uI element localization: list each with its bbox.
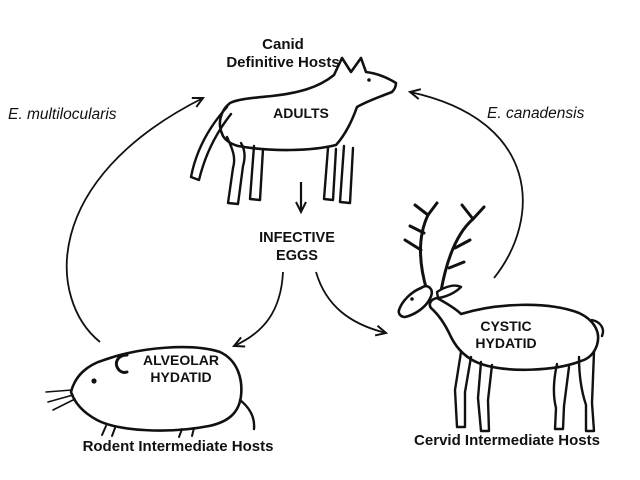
rodent-feet — [101, 425, 195, 438]
alveolar-hydatid-label: ALVEOLAR HYDATID — [143, 352, 219, 386]
canid-tail — [189, 105, 233, 182]
rodent-body — [69, 345, 243, 432]
cervid-hosts-label: Cervid Intermediate Hosts — [414, 432, 600, 449]
antlers — [403, 201, 486, 293]
cervid-illustration — [397, 201, 605, 433]
canid-illustration — [189, 56, 398, 206]
cervid-ear — [435, 284, 463, 300]
cervid-tail — [590, 318, 605, 338]
arrow-eggs-to-rodent — [231, 271, 284, 348]
rodent-tail — [238, 398, 256, 431]
cervid-legs — [453, 350, 596, 433]
rodent-illustration — [45, 345, 256, 438]
canid-hosts-label: Canid Definitive Hosts — [226, 36, 340, 72]
species-right-label: E. canadensis — [487, 105, 585, 122]
canid-body — [218, 56, 398, 152]
cervid-eye — [410, 297, 414, 301]
rodent-whiskers — [45, 389, 76, 411]
cystic-hydatid-label: CYSTIC HYDATID — [475, 318, 537, 352]
infective-eggs-label: INFECTIVE EGGS — [259, 230, 335, 264]
arrow-eggs-to-cervid — [315, 271, 389, 337]
cycle-arrows — [65, 88, 524, 348]
rodent-eye — [91, 378, 97, 384]
cervid-body — [428, 296, 600, 372]
canid-legs — [225, 135, 355, 206]
cervid-head — [397, 284, 434, 319]
arrow-rodent-to-canid — [65, 96, 205, 343]
rodent-hosts-label: Rodent Intermediate Hosts — [82, 438, 274, 455]
canid-eye — [367, 78, 371, 82]
arrow-cervid-to-canid — [407, 88, 524, 279]
species-left-label: E. multilocularis — [8, 106, 117, 123]
adults-label: ADULTS — [273, 105, 329, 121]
rodent-ear — [114, 353, 129, 374]
